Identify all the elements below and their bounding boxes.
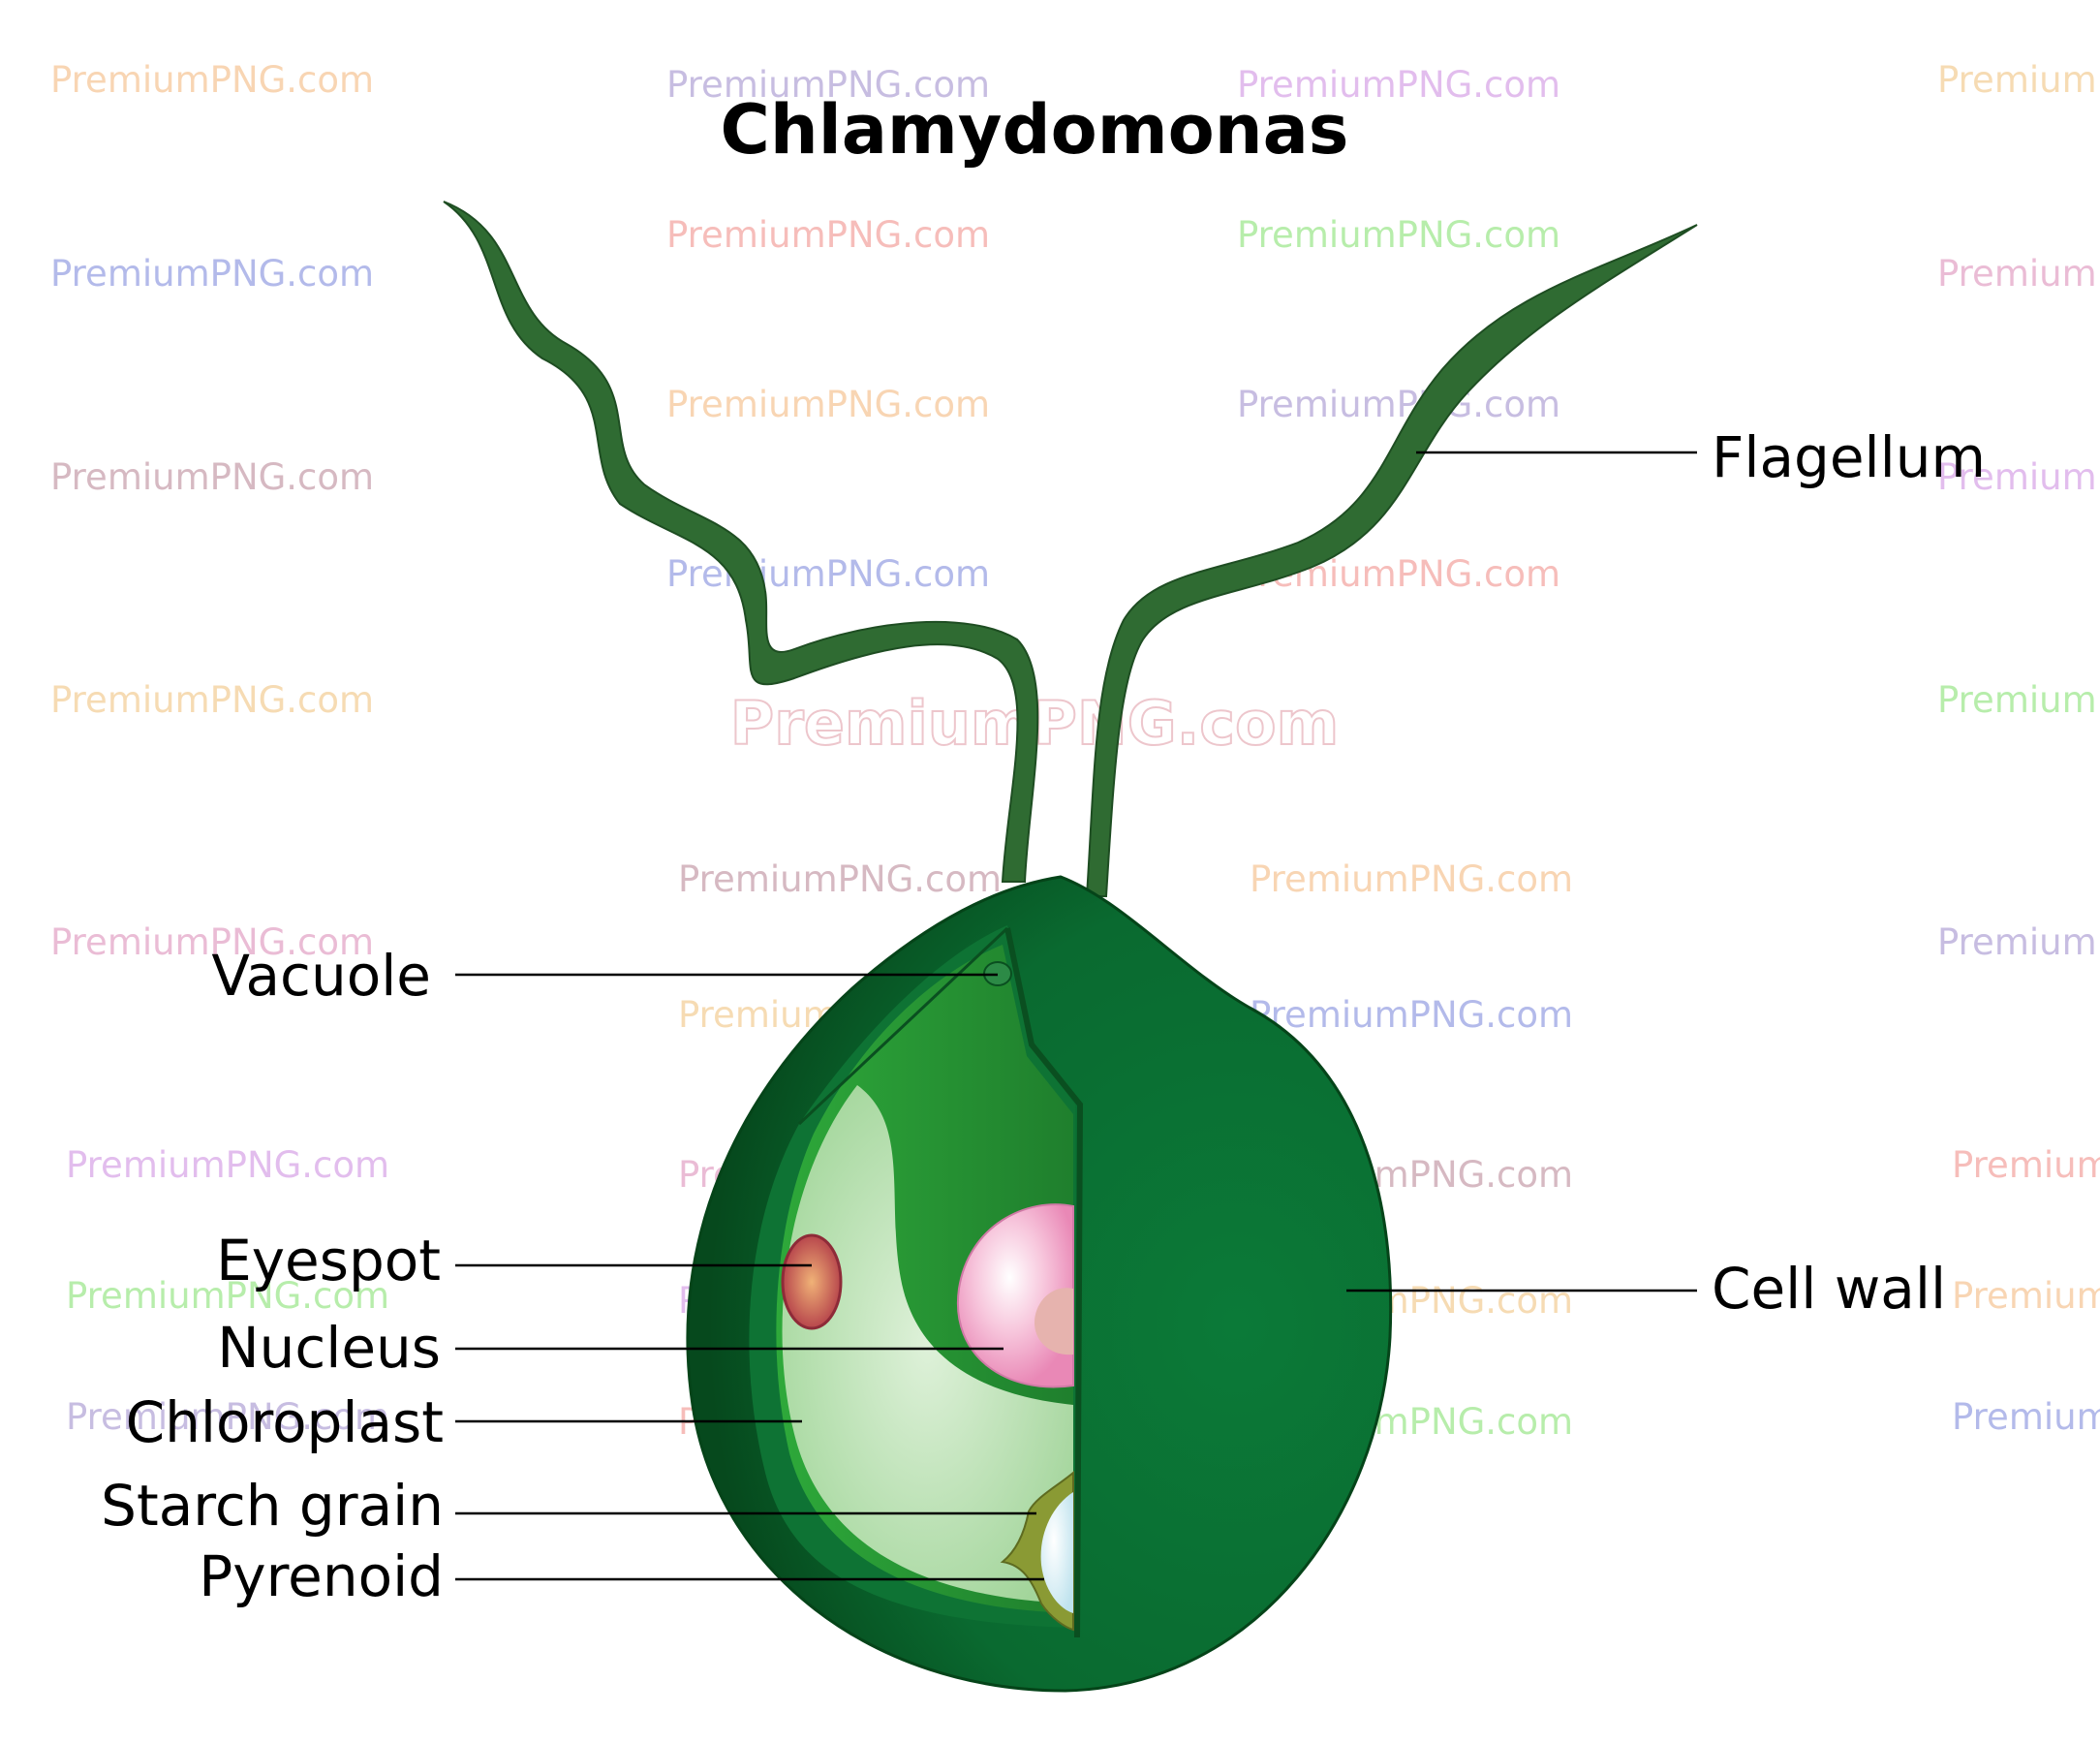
watermark-text: PremiumPNG.com [66, 1396, 389, 1438]
watermark-text: PremiumPNG.com [1937, 456, 2100, 498]
nucleolus-shape [1035, 1288, 1073, 1355]
watermark-text: PremiumPNG.com [666, 64, 990, 106]
label-vacuole: Vacuole [211, 943, 431, 1009]
label-flagellum: Flagellum [1712, 424, 1986, 490]
watermark-text: PremiumPNG.com [678, 858, 1002, 900]
watermark-text: PremiumPNG.com [66, 1144, 389, 1186]
watermark-text: PremiumPNG.com [1237, 64, 1560, 106]
watermark-text: PremiumPNG.com [50, 253, 374, 295]
watermark-text: PremiumPNG.com [1937, 253, 2100, 295]
watermark-text: PremiumPNG.com [1250, 858, 1573, 900]
watermark-text: PremiumPNG.com [666, 553, 990, 595]
label-starch-grain: Starch grain [101, 1473, 444, 1539]
watermark-text: PremiumPNG.com [50, 456, 374, 498]
watermark-text: PremiumPNG.com [1237, 214, 1560, 256]
watermark-text: PremiumPNG.com [1937, 679, 2100, 721]
watermark-text: PremiumPNG.com [1952, 1396, 2100, 1438]
pyrenoid-shape [1040, 1492, 1073, 1613]
label-eyespot: Eyespot [216, 1228, 441, 1293]
flagellum-shape [443, 201, 1698, 897]
watermark-text: PremiumPNG.com [50, 921, 374, 963]
watermark-text: PremiumPNG.com [50, 679, 374, 721]
eyespot-shape [781, 1233, 843, 1330]
watermark-text: PremiumPNG.com [1952, 1144, 2100, 1186]
watermark-text: PremiumPNG.com [1250, 994, 1573, 1036]
watermark-text: PremiumPNG.com [666, 384, 990, 425]
label-nucleus: Nucleus [217, 1315, 441, 1381]
watermark-text: PremiumPNG.com [1937, 59, 2100, 101]
watermark-text: PremiumPNG.com [1937, 921, 2100, 963]
diagram-title: Chlamydomonas [721, 90, 1349, 170]
watermark-text: PremiumPNG.com [666, 214, 990, 256]
watermark-text: PremiumPNG.com [66, 1275, 389, 1317]
leader-lines [455, 451, 1697, 1581]
watermark-text: PremiumPNG.com [50, 59, 374, 101]
watermark-text: PremiumPNG.com [1952, 1275, 2100, 1317]
label-chloroplast: Chloroplast [126, 1389, 444, 1455]
watermark-text: PremiumPNG.com [1237, 384, 1560, 425]
label-cell-wall: Cell wall [1712, 1256, 1946, 1322]
label-pyrenoid: Pyrenoid [199, 1543, 444, 1609]
